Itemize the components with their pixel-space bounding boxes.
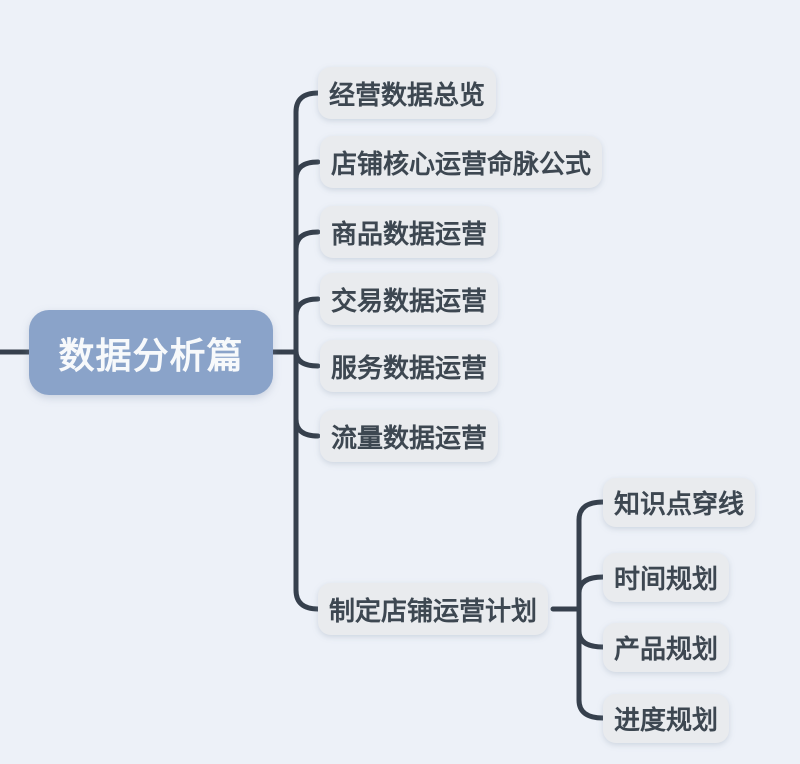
connector-branch-c3 bbox=[293, 229, 321, 252]
node-product-data-operation[interactable]: 商品数据运营 bbox=[320, 206, 499, 258]
connector-branch-c2 bbox=[293, 159, 321, 182]
node-service-data-operation[interactable]: 服务数据运营 bbox=[320, 340, 499, 392]
connector-branch-c5 bbox=[293, 348, 321, 369]
node-store-operation-plan[interactable]: 制定店铺运营计划 bbox=[318, 583, 549, 635]
node-traffic-data-operation[interactable]: 流量数据运营 bbox=[320, 410, 499, 462]
node-core-operation-formula[interactable]: 店铺核心运营命脉公式 bbox=[320, 136, 603, 188]
node-data-analysis[interactable]: 数据分析篇 bbox=[29, 310, 273, 395]
node-time-planning[interactable]: 时间规划 bbox=[603, 553, 730, 602]
node-progress-planning[interactable]: 进度规划 bbox=[603, 694, 730, 743]
node-transaction-data-operation[interactable]: 交易数据运营 bbox=[320, 273, 499, 325]
node-product-planning[interactable]: 产品规划 bbox=[603, 623, 730, 672]
connector-branch-c4 bbox=[293, 296, 321, 319]
connector-branch-c6 bbox=[293, 416, 321, 439]
connector-branch-s2 bbox=[576, 574, 606, 596]
connector-branch-s3 bbox=[576, 628, 606, 650]
node-business-data-overview[interactable]: 经营数据总览 bbox=[318, 67, 497, 119]
connector-trunk-level2 bbox=[576, 499, 606, 721]
node-knowledge-points-threading[interactable]: 知识点穿线 bbox=[603, 478, 756, 527]
